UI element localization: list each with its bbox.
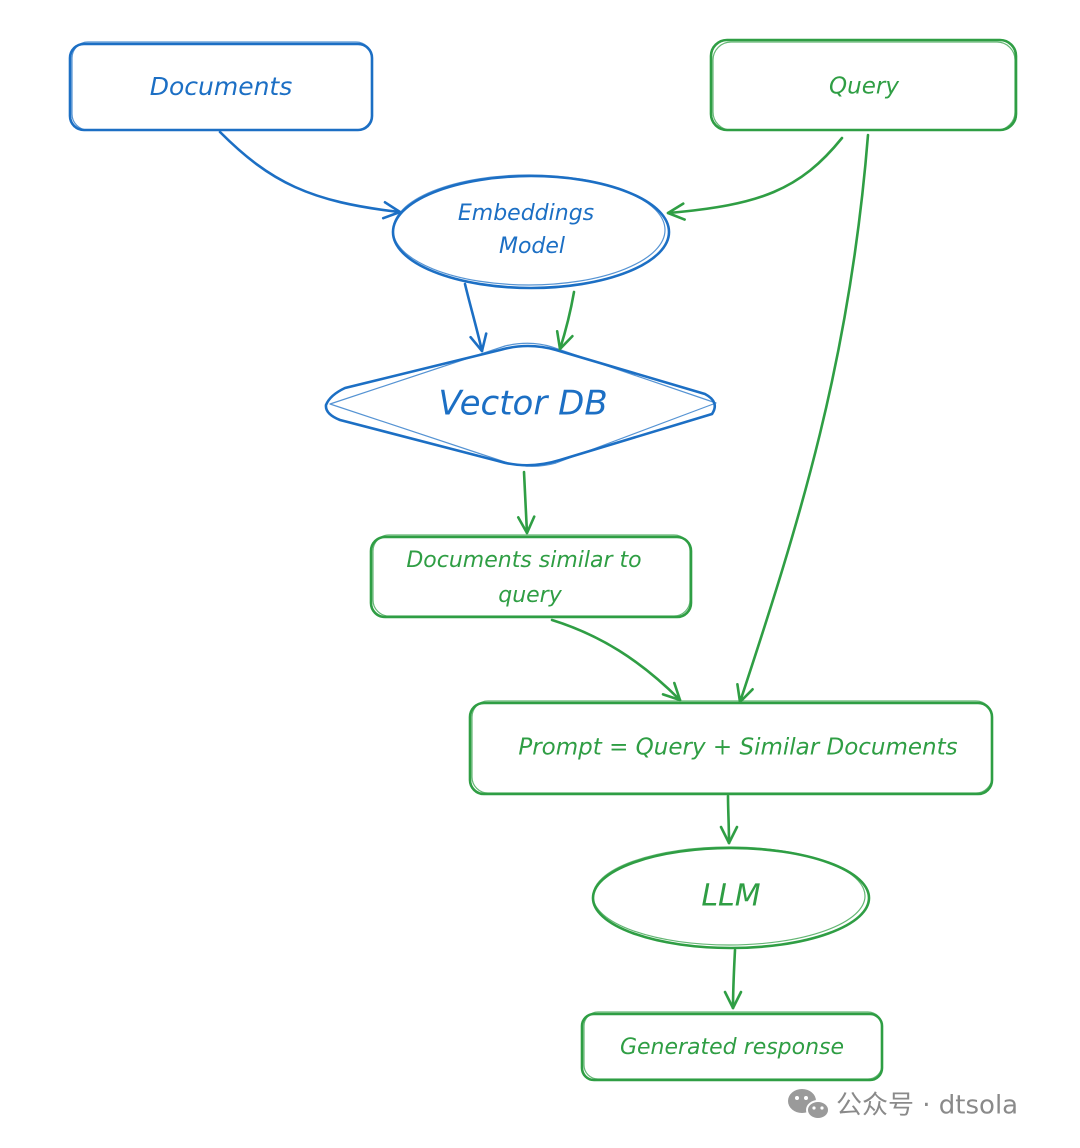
generated-response-label: Generated response	[620, 1035, 844, 1060]
documents-label: Documents	[150, 72, 293, 101]
arrow-llm-to-generated	[723, 948, 743, 1010]
vector-db-label: Vector DB	[438, 384, 607, 424]
embeddings-model-node: Embeddings Model	[391, 174, 671, 290]
arrow-embeddings-to-vector-db-blue	[463, 282, 488, 353]
llm-label: LLM	[701, 879, 760, 914]
watermark: 公众号 · dtsola	[788, 1089, 1018, 1121]
generated-response-node: Generated response	[580, 1011, 884, 1082]
arrow-vector-db-to-similar	[516, 470, 536, 535]
arrow-query-to-embeddings	[666, 136, 844, 221]
arrow-prompt-to-llm	[719, 794, 739, 845]
wechat-icon	[788, 1089, 830, 1120]
watermark-text: 公众号 · dtsola	[836, 1091, 1018, 1121]
prompt-node: Prompt = Query + Similar Documents	[468, 700, 994, 796]
documents-node: Documents	[68, 41, 374, 132]
llm-node: LLM	[591, 846, 871, 950]
arrow-similar-to-prompt	[550, 618, 682, 702]
prompt-label: Prompt = Query + Similar Documents	[518, 735, 957, 761]
embeddings-label-line1: Embeddings	[458, 201, 594, 226]
similar-label-line1: Documents similar to	[406, 548, 641, 573]
embeddings-label-line2: Model	[499, 234, 565, 259]
similar-label-line2: query	[498, 583, 562, 608]
similar-documents-node: Documents similar to query	[369, 534, 693, 619]
query-label: Query	[829, 74, 899, 100]
arrow-embeddings-to-vector-db-green	[555, 290, 576, 351]
arrow-query-to-prompt	[736, 133, 870, 704]
arrow-documents-to-embeddings	[218, 130, 402, 220]
vector-db-node: Vector DB	[324, 342, 717, 467]
query-node: Query	[709, 38, 1018, 132]
